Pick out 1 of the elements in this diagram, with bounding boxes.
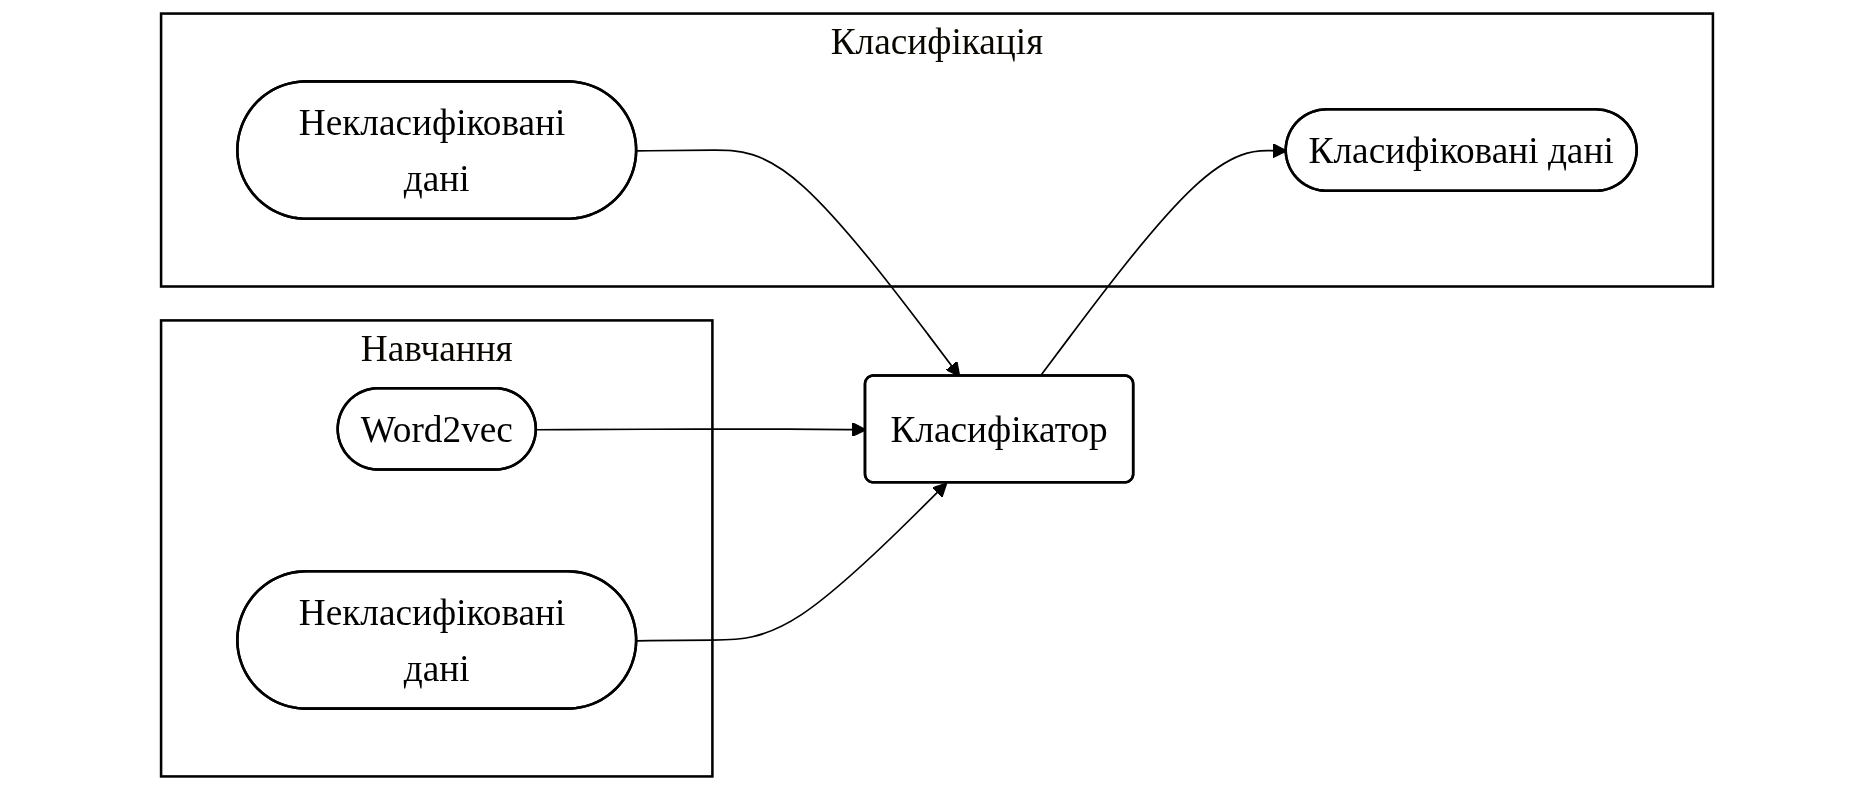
arrow xyxy=(636,482,948,642)
